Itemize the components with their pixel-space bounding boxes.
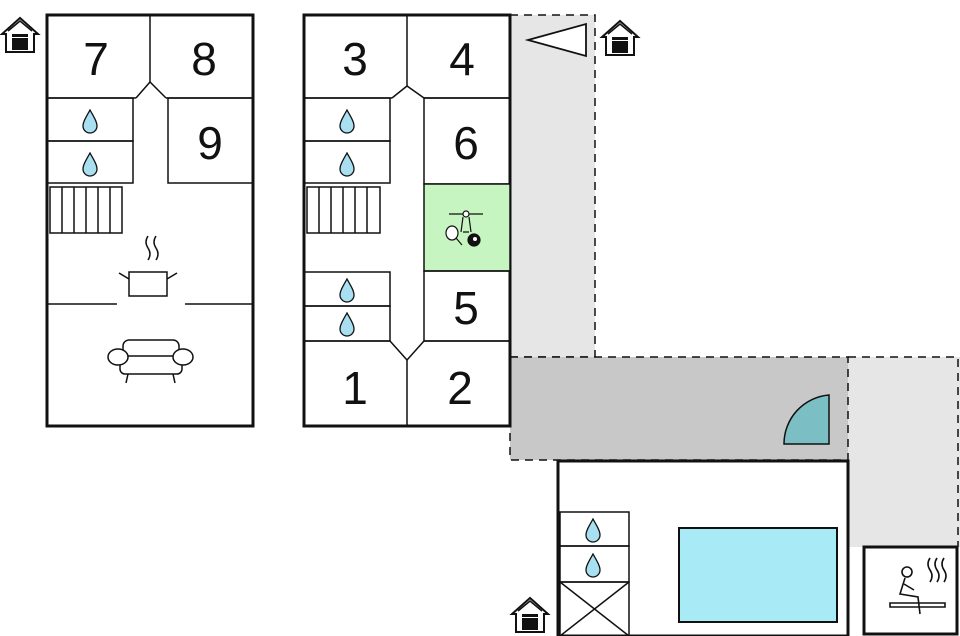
entrance-left-icon [1,17,39,53]
sofa-icon [107,339,194,384]
room-label-9: 9 [197,117,223,169]
room-label-3: 3 [342,33,368,85]
triangle-marker-icon [524,22,587,58]
terrace-upper [509,14,596,358]
sauna-icon [889,557,947,615]
room-label-5: 5 [453,282,479,334]
entrance-top-icon [601,20,639,56]
room-label-2: 2 [447,362,473,414]
entrance-bottom-icon [511,597,549,633]
room-label-6: 6 [453,117,479,169]
room-label-4: 4 [449,33,475,85]
games-room-icon [445,210,483,247]
quarter-door-icon [783,394,830,445]
terrace-right [848,357,960,547]
room-label-1: 1 [342,362,368,414]
room-label-8: 8 [191,33,217,85]
sauna-building [862,545,959,636]
room-label-7: 7 [83,33,109,85]
cooking-pot-icon [118,235,178,297]
middle-building [302,13,512,428]
swimming-pool [678,527,838,623]
